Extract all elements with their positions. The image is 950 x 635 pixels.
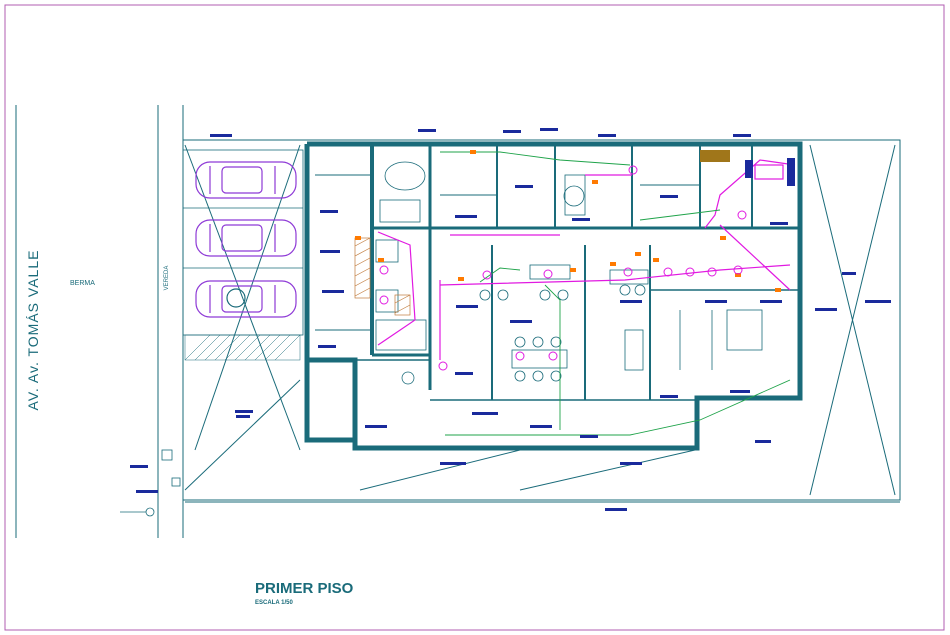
utility-meters: [120, 371, 415, 517]
furniture: [479, 264, 763, 382]
annotation-tags: [130, 128, 891, 511]
car-1: [195, 161, 297, 199]
street-lines: [15, 105, 184, 538]
electrical-orange-outlets: [355, 150, 781, 292]
car-3: [195, 280, 297, 318]
drawing-scale: ESCALA 1/50: [255, 600, 293, 606]
bathroom-elements: [375, 161, 586, 351]
lot-boundary: [183, 139, 901, 503]
electrical-fixtures: [379, 165, 747, 371]
building-walls: [304, 141, 803, 451]
drawing-title: PRIMER PISO: [255, 580, 354, 597]
parking-bays: [182, 149, 304, 336]
avenue-label: AV. Av. TOMÁS VALLE: [25, 250, 41, 411]
stair-hatch: [354, 237, 411, 316]
sheet-frame: [4, 4, 945, 631]
berma-label: BERMA: [70, 280, 95, 287]
car-2: [195, 219, 297, 257]
equipment-block: [700, 150, 795, 186]
electrical-green: [440, 151, 791, 436]
hatched-ramp: [184, 334, 301, 361]
electrical-magenta: [377, 159, 796, 360]
vereda-label: VEREDA: [164, 266, 170, 291]
